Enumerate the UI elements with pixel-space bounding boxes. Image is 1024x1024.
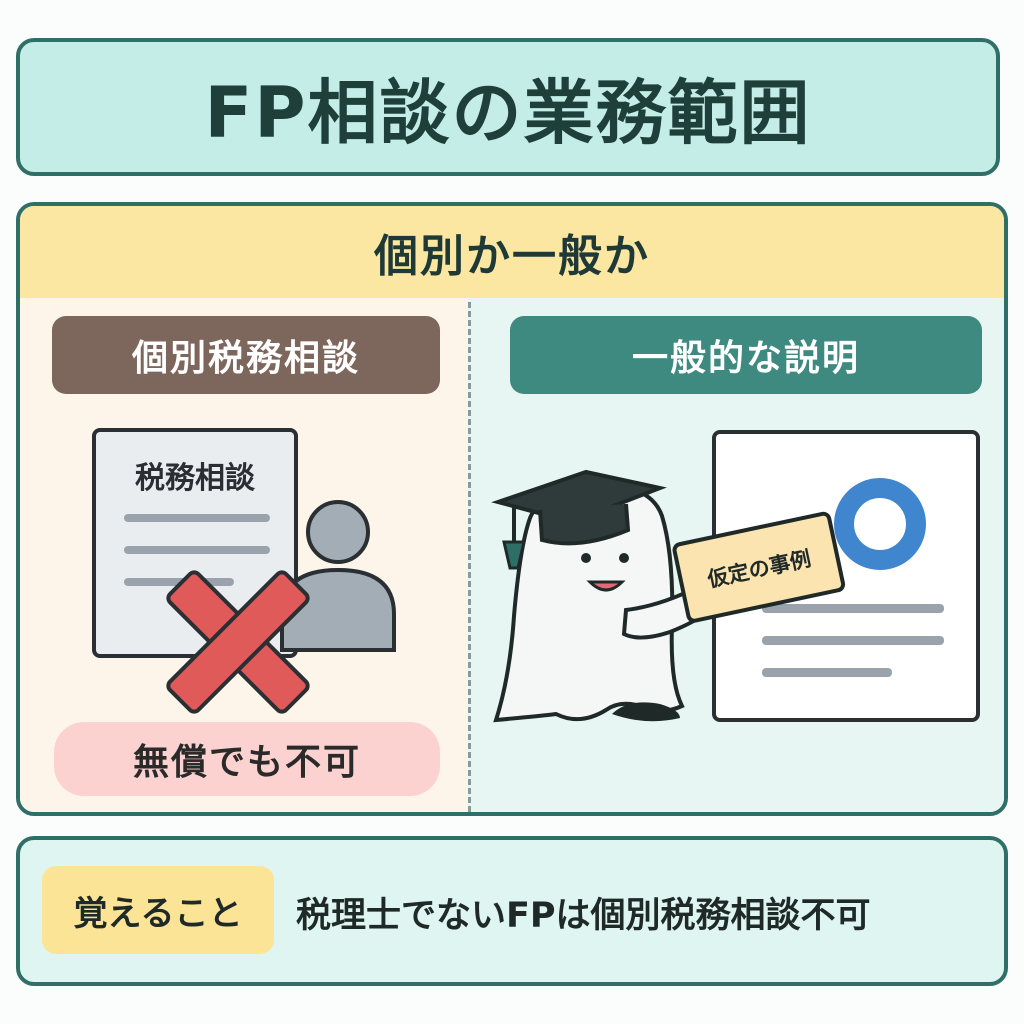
general-label: 一般的な説明 [631, 338, 860, 379]
memo-text: 税理士でないFPは個別税務相談不可 [296, 895, 871, 936]
ghost-graduate-mascot [491, 469, 717, 723]
memo-label: 覚えること [73, 893, 243, 934]
document-title: 税務相談 [135, 461, 256, 496]
comparison-heading: 個別か一般か [374, 231, 650, 282]
blue-circle-ok-icon [834, 478, 926, 570]
title-panel: FP相談の業務範囲 [16, 38, 1000, 176]
general-label-pill: 一般的な説明 [510, 316, 982, 394]
individual-label: 個別税務相談 [131, 338, 360, 379]
general-document-illustration [712, 430, 980, 722]
comparison-illustrations: 税務相談 [92, 428, 980, 723]
memo-badge: 覚えること [42, 866, 274, 954]
comparison-header: 個別か一般か [20, 206, 1004, 298]
memo-panel: 覚えること 税理士でないFPは個別税務相談不可 [16, 836, 1008, 986]
hypothetical-case-card: 仮定の事例 [672, 511, 846, 623]
not-allowed-text: 無償でも不可 [132, 742, 361, 783]
red-cross-icon [166, 570, 310, 714]
section-divider [468, 302, 471, 812]
person-silhouette-icon [280, 500, 396, 652]
comparison-panel: 個別か一般か 個別税務相談 一般的な説明 税務相談 [16, 202, 1008, 816]
individual-label-pill: 個別税務相談 [52, 316, 440, 394]
not-allowed-badge: 無償でも不可 [54, 722, 440, 796]
tax-document-illustration: 税務相談 [92, 428, 298, 658]
page-title: FP相談の業務範囲 [204, 71, 812, 154]
